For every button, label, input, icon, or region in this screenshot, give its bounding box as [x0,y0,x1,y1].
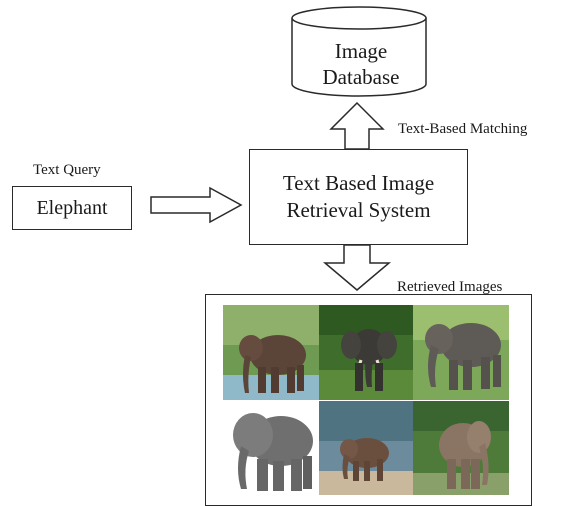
database-label: Image Database [293,38,429,90]
database-label-line2: Database [322,65,400,89]
elephant-photo-5 [319,401,413,495]
right-arrow [150,186,243,224]
elephant-photo-4 [223,401,319,495]
text-based-matching-label: Text-Based Matching [398,121,528,137]
retrieved-images-label: Retrieved Images [397,279,503,295]
text-query-label: Text Query [33,162,101,178]
elephant-photo-1 [223,305,319,400]
database-label-line1: Image [334,39,388,63]
down-arrow [322,244,392,291]
retrieval-system-box: Text Based Image Retrieval System [249,149,468,245]
elephant-photo-2 [319,305,413,400]
query-value: Elephant [36,196,108,219]
database-cylinder [291,6,427,97]
system-label-line2: Retrieval System [286,198,431,222]
elephant-photo-3 [413,305,509,400]
query-box: Elephant [12,186,132,230]
up-arrow [329,101,385,150]
system-label-line1: Text Based Image [282,171,435,195]
elephant-photo-6 [413,401,509,495]
